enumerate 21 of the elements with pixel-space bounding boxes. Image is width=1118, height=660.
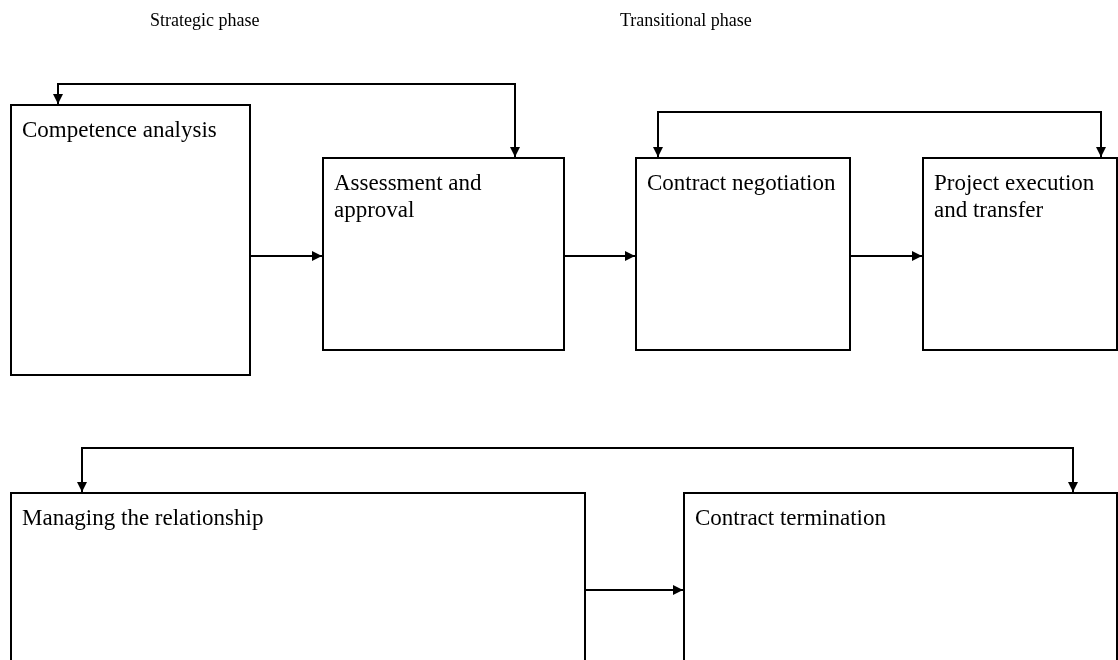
box-label: Assessment and approval	[334, 169, 483, 223]
arrow	[564, 251, 636, 261]
phase-label: Strategic phase	[150, 10, 260, 31]
arrow	[53, 83, 520, 158]
box-label: Contract termination	[695, 504, 887, 531]
arrow	[653, 111, 1106, 158]
process-box	[635, 157, 851, 351]
box-label: Project execution and transfer	[934, 169, 1096, 223]
box-label: Managing the relationship	[22, 504, 265, 531]
arrow	[77, 447, 1078, 493]
arrow	[585, 585, 684, 595]
process-box	[683, 492, 1118, 660]
process-box	[322, 157, 565, 351]
process-box	[922, 157, 1118, 351]
phase-label: Transitional phase	[620, 10, 752, 31]
arrow	[850, 251, 923, 261]
process-box	[10, 492, 586, 660]
box-label: Competence analysis	[22, 116, 218, 143]
arrow	[250, 251, 323, 261]
box-label: Contract negotiation	[647, 169, 837, 196]
process-box	[10, 104, 251, 376]
